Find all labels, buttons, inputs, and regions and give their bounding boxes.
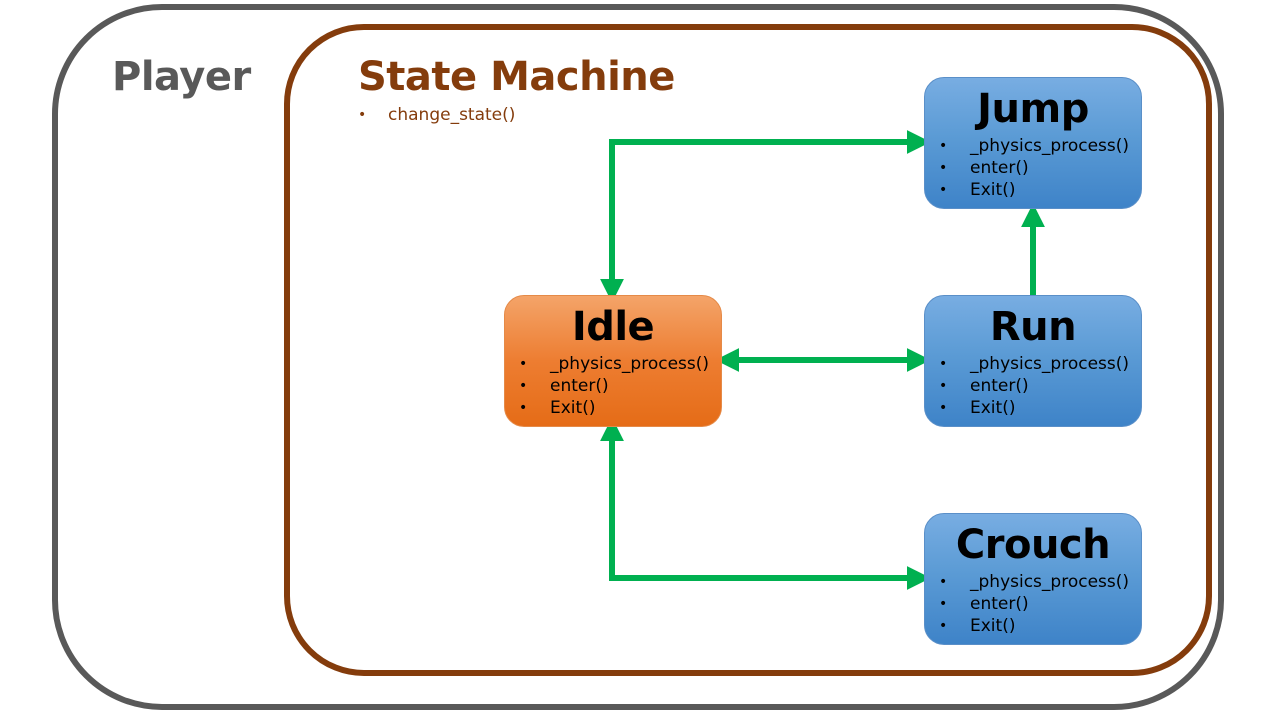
state-machine-title: State Machine (358, 54, 675, 100)
state-method: Exit() (939, 397, 1129, 419)
state-method: Exit() (939, 179, 1129, 201)
state-idle-methods: _physics_process() enter() Exit() (519, 353, 709, 419)
state-run-name: Run (989, 304, 1077, 350)
state-method: Exit() (519, 397, 709, 419)
state-machine-methods: change_state() (358, 104, 515, 126)
state-run: Run _physics_process() enter() Exit() (924, 295, 1142, 427)
state-machine-method: change_state() (358, 104, 515, 126)
state-method: enter() (519, 375, 709, 397)
player-container (52, 4, 1224, 710)
state-jump-name: Jump (977, 86, 1089, 132)
state-crouch: Crouch _physics_process() enter() Exit() (924, 513, 1142, 645)
state-method: enter() (939, 375, 1129, 397)
state-jump: Jump _physics_process() enter() Exit() (924, 77, 1142, 209)
state-idle: Idle _physics_process() enter() Exit() (504, 295, 722, 427)
state-method: _physics_process() (939, 353, 1129, 375)
state-method: _physics_process() (939, 571, 1129, 593)
state-method: _physics_process() (939, 135, 1129, 157)
state-jump-methods: _physics_process() enter() Exit() (939, 135, 1129, 201)
state-run-methods: _physics_process() enter() Exit() (939, 353, 1129, 419)
state-idle-name: Idle (571, 304, 655, 350)
arrow-idle-crouch (600, 417, 931, 590)
state-method: enter() (939, 157, 1129, 179)
state-crouch-methods: _physics_process() enter() Exit() (939, 571, 1129, 637)
state-method: _physics_process() (519, 353, 709, 375)
state-method: enter() (939, 593, 1129, 615)
state-machine-container (284, 24, 1212, 676)
state-method: Exit() (939, 615, 1129, 637)
state-crouch-name: Crouch (955, 522, 1111, 568)
arrow-idle-jump (600, 130, 931, 303)
player-title: Player (112, 54, 251, 100)
